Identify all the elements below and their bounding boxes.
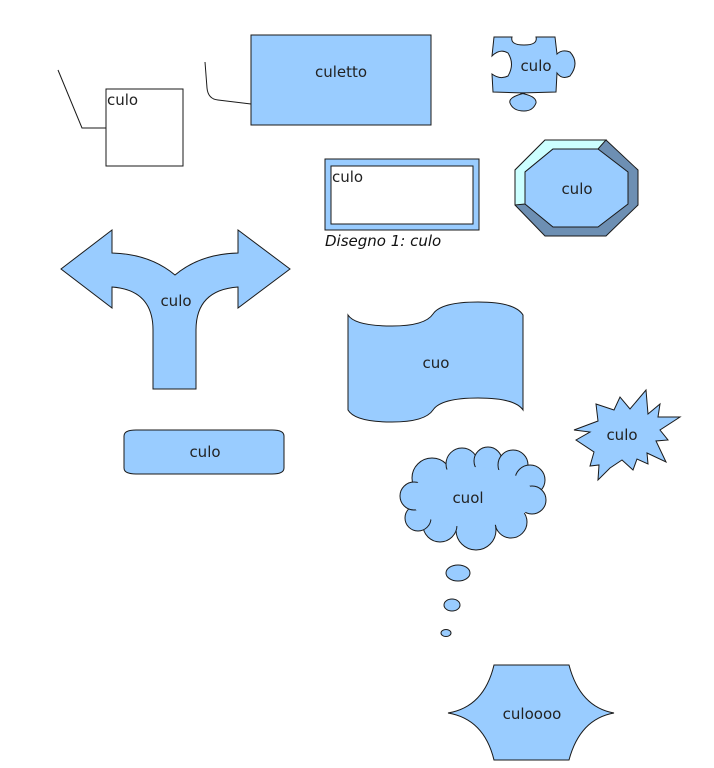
rounded-bar-label: culo [189, 443, 220, 461]
explosion-outline [573, 388, 682, 482]
callout-square-box [105, 88, 184, 167]
cloud-bubble-medium [443, 598, 461, 612]
rounded-bar-shape[interactable]: culo [123, 429, 285, 475]
callout-rect-shape[interactable]: culetto [204, 34, 432, 126]
callout-square-leader [57, 69, 106, 129]
drawing-caption: Disegno 1: culo [325, 232, 441, 250]
concave-plaque-outline [447, 664, 615, 761]
cloud-body [410, 467, 534, 527]
split-arrow-outline [60, 228, 291, 390]
cloud-bubble-small [440, 629, 452, 637]
wave-flag-label: cuo [423, 354, 450, 372]
explosion-label: culo [606, 426, 637, 444]
puzzle-label: culo [520, 57, 551, 75]
concave-plaque-label: culoooo [503, 705, 562, 723]
callout-rect-leader [204, 61, 252, 105]
framed-text-label: culo [332, 168, 363, 186]
rounded-bar-outline [123, 429, 285, 475]
split-arrow-label: culo [160, 292, 191, 310]
wave-flag-outline [347, 301, 524, 423]
puzzle-piece-outline [491, 36, 576, 112]
octagon-label: culo [561, 180, 592, 198]
puzzle-shape[interactable]: culo [491, 36, 576, 112]
split-arrow-shape[interactable]: culo [60, 228, 291, 390]
explosion-shape[interactable]: culo [573, 388, 682, 482]
wave-flag-shape[interactable]: cuo [347, 301, 524, 423]
octagon-bevel-shape[interactable]: culo [514, 139, 639, 237]
framed-text-shape[interactable]: culo [324, 158, 480, 231]
callout-rect-label: culetto [315, 63, 367, 81]
octagon-face [524, 148, 629, 228]
cloud-bubble-large [445, 564, 471, 582]
callout-square-shape[interactable]: culo [57, 69, 184, 167]
callout-rect-box [250, 34, 432, 126]
thought-cloud-label: cuol [452, 489, 483, 507]
framed-text-inner [330, 165, 474, 225]
callout-square-label: culo [107, 91, 138, 109]
concave-plaque-shape[interactable]: culoooo [447, 664, 615, 761]
thought-cloud-shape[interactable]: cuol [399, 446, 547, 637]
